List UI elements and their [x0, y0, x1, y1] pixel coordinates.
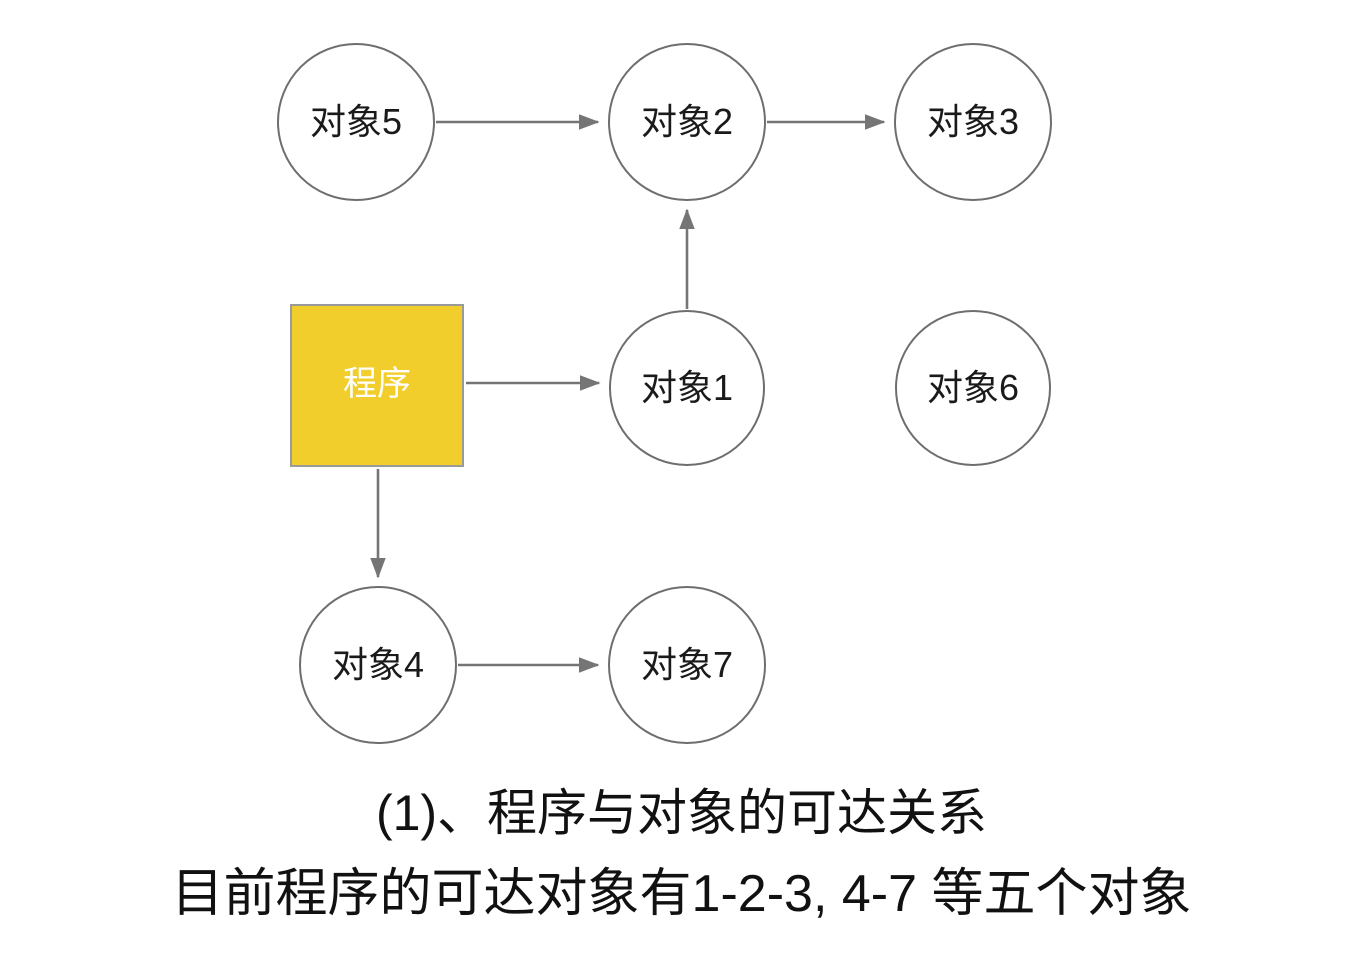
node-obj7-label: 对象7 — [640, 644, 734, 685]
node-obj2-label: 对象2 — [640, 101, 734, 142]
node-obj5[interactable]: 对象5 — [277, 43, 435, 201]
node-obj2[interactable]: 对象2 — [608, 43, 766, 201]
node-obj4[interactable]: 对象4 — [299, 586, 457, 744]
caption-line-2: 目前程序的可达对象有1-2-3, 4-7 等五个对象 — [171, 865, 1192, 923]
node-obj6[interactable]: 对象6 — [895, 310, 1051, 466]
node-obj3-label: 对象3 — [926, 101, 1020, 142]
node-obj7[interactable]: 对象7 — [608, 586, 766, 744]
node-program-label: 程序 — [343, 364, 411, 403]
node-obj5-label: 对象5 — [309, 101, 403, 142]
node-obj6-label: 对象6 — [926, 367, 1020, 408]
node-obj1-label: 对象1 — [640, 367, 734, 408]
node-program[interactable]: 程序 — [290, 304, 464, 467]
node-obj1[interactable]: 对象1 — [609, 310, 765, 466]
caption-line-1: (1)、程序与对象的可达关系 — [375, 785, 988, 841]
node-obj3[interactable]: 对象3 — [894, 43, 1052, 201]
node-obj4-label: 对象4 — [331, 644, 425, 685]
